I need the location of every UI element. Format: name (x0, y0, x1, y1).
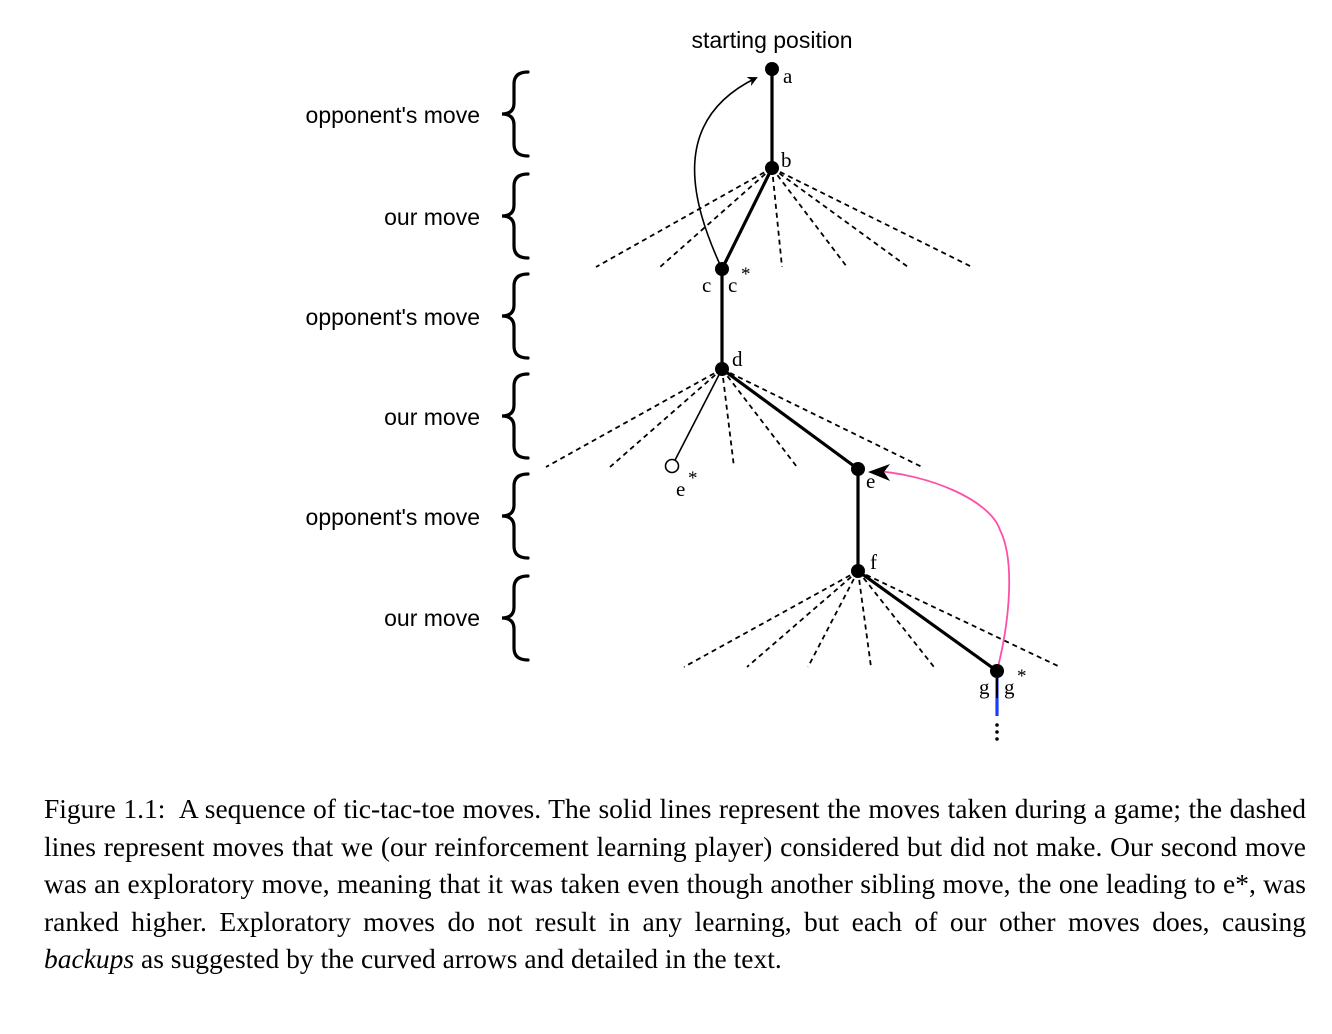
dashed-move (857, 570, 935, 668)
dashed-move (659, 167, 773, 268)
node-label-e: e (866, 469, 875, 493)
dashed-move (595, 167, 773, 268)
node-label-g-star: g (1004, 675, 1015, 699)
node-b (765, 161, 779, 175)
node-e (851, 462, 865, 476)
tree-nodes (715, 62, 1004, 678)
brace-5 (501, 472, 530, 560)
node-label-d: d (732, 347, 743, 371)
dashed-move (609, 368, 723, 468)
continuation-ellipsis (995, 723, 999, 741)
move-f-g (856, 569, 999, 673)
dashed-move (683, 570, 859, 668)
node-f (851, 564, 865, 578)
node-label-a: a (783, 64, 793, 88)
row-label-opponent-move-1: opponent's move (306, 102, 480, 128)
dashed-move (807, 570, 859, 668)
dashed-move (771, 167, 909, 268)
backup-arrow-g-to-e (875, 470, 1011, 672)
caption-label: Figure 1.1: (44, 793, 166, 824)
caption-text-1: A sequence of tic-tac-toe moves. The sol… (44, 793, 1306, 937)
dashed-move (721, 368, 798, 468)
node-labels: a b c c * d e * e f g g * (676, 64, 1027, 699)
dashed-move (771, 167, 973, 268)
node-label-e-star-mark: * (688, 468, 698, 489)
dashed-move (721, 368, 735, 468)
dashed-move (857, 570, 872, 668)
node-label-e-star: e (676, 477, 685, 501)
brace-6 (501, 574, 530, 662)
move-d-e (720, 367, 860, 471)
node-a (765, 62, 779, 76)
node-c (715, 262, 729, 276)
dashed-move (746, 570, 859, 668)
node-e-star-open (664, 458, 680, 474)
dashed-move (721, 368, 923, 468)
row-label-our-move-3: our move (384, 605, 480, 631)
node-label-c: c (702, 273, 711, 297)
node-label-c-star: c (728, 273, 737, 297)
brace-4 (501, 372, 530, 460)
dashed-move (857, 570, 1061, 668)
caption-emphasis-backups: backups (44, 943, 135, 975)
braces (501, 70, 530, 662)
move-b-c (720, 166, 774, 271)
game-tree-figure: starting position opponent's move our mo… (306, 27, 1061, 741)
brace-2 (501, 172, 530, 260)
node-label-f: f (870, 550, 877, 574)
caption-text-2: as suggested by the curved arrows and de… (141, 943, 782, 975)
dashed-move (771, 167, 783, 268)
backup-arrow-g-to-e-head (868, 464, 890, 481)
dashed-move (771, 167, 848, 268)
figure-caption: Figure 1.1: A sequence of tic-tac-toe mo… (44, 790, 1306, 978)
backup-arrow-c-to-a (693, 77, 758, 270)
node-label-g-star-mark: * (1017, 666, 1027, 687)
considered-moves-dashed (545, 167, 1061, 668)
dashed-move (545, 368, 723, 468)
brace-3 (501, 272, 530, 360)
node-d (715, 362, 729, 376)
row-label-opponent-move-2: opponent's move (306, 304, 480, 330)
brace-1 (501, 70, 530, 158)
node-label-b: b (781, 148, 792, 172)
starting-position-label: starting position (691, 27, 852, 53)
row-label-our-move-1: our move (384, 204, 480, 230)
row-labels: opponent's move our move opponent's move… (306, 102, 480, 631)
row-label-our-move-2: our move (384, 404, 480, 430)
node-label-c-star-mark: * (741, 264, 751, 285)
node-label-g: g (979, 675, 990, 699)
row-label-opponent-move-3: opponent's move (306, 504, 480, 530)
node-g (990, 664, 1004, 678)
move-d-e-star (671, 368, 723, 467)
